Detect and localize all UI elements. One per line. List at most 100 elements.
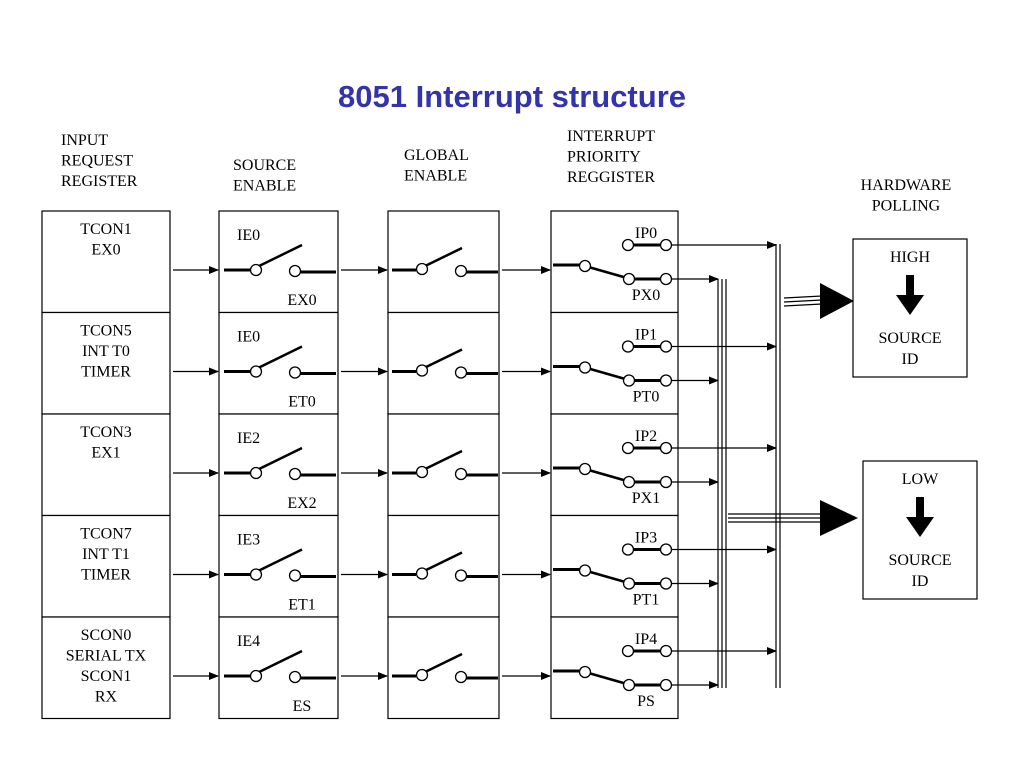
input-register-cell — [41, 311, 171, 415]
low-priority-box-arrow-shaft — [916, 497, 924, 519]
switch-blade — [420, 246, 463, 270]
switch-contact — [454, 366, 468, 379]
diagram-title: 8051 Interrupt structure — [338, 79, 686, 114]
switch-blade — [420, 652, 463, 676]
ip-bit-label: IP1 — [635, 327, 657, 344]
switch-blade — [584, 569, 628, 584]
ie-bit-label: IE3 — [237, 532, 260, 549]
switch-blade — [254, 548, 303, 574]
switch-contact — [454, 670, 468, 684]
source-enable-cell — [218, 616, 339, 720]
switch-blade — [584, 264, 628, 280]
switch-pivot — [249, 669, 263, 683]
switch-blade — [254, 345, 303, 371]
ip-bit-label: IP2 — [635, 428, 657, 445]
source-enable-cell — [218, 413, 339, 517]
priority-low-output — [659, 374, 673, 387]
input-register-label: EX1 — [91, 445, 120, 462]
global-enable-cell — [387, 514, 500, 618]
switch-contact — [288, 569, 302, 582]
priority-low-contact — [622, 272, 636, 286]
switch-pivot — [578, 259, 592, 273]
switch-blade — [584, 670, 628, 686]
input-register-cell — [41, 616, 171, 720]
high-bus-link — [783, 299, 823, 303]
priority-high-contact — [621, 644, 635, 658]
source-enable-cell — [218, 311, 339, 415]
global-enable-cell — [387, 413, 500, 517]
ie-enable-label: ES — [293, 698, 312, 715]
priority-register-cell — [550, 311, 679, 415]
priority-high-contact — [621, 238, 635, 252]
global-enable-cell — [387, 616, 500, 720]
priority-high-contact — [621, 441, 635, 455]
switch-contact — [454, 264, 468, 278]
switch-blade — [420, 551, 463, 574]
header-input-request: REQUEST — [61, 153, 133, 170]
high-bus-link — [783, 303, 823, 307]
input-register-label: TIMER — [81, 364, 131, 381]
ie-enable-label: ET0 — [288, 394, 316, 411]
switch-blade — [420, 449, 463, 473]
high-priority-box-source-id: SOURCE — [878, 330, 941, 347]
priority-low-output — [659, 678, 673, 692]
global-enable-cell — [387, 210, 500, 314]
ie-bit-label: IE0 — [237, 329, 260, 346]
header-source-enable: SOURCE — [233, 157, 296, 174]
priority-register-cell — [550, 616, 679, 720]
switch-pivot — [415, 567, 429, 580]
switch-pivot — [578, 665, 592, 679]
ip-bit-label: IP3 — [635, 530, 657, 547]
switch-contact — [288, 467, 302, 481]
input-register-label: RX — [95, 689, 118, 706]
switch-contact — [288, 366, 302, 379]
switch-blade — [254, 446, 303, 473]
ie-bit-label: IE4 — [237, 633, 260, 650]
low-bus-arrowhead — [820, 500, 858, 536]
priority-high-contact — [621, 340, 635, 353]
header-priority-register: INTERRUPT — [567, 128, 655, 145]
polling-bus — [717, 244, 858, 688]
switch-pivot — [249, 263, 263, 277]
ip-bit-label: IP4 — [635, 631, 657, 648]
global-enable-cell — [387, 311, 500, 415]
low-priority-box-source-id: SOURCE — [888, 552, 951, 569]
ie-enable-label: EX2 — [287, 495, 316, 512]
switch-pivot — [249, 365, 263, 378]
ie-enable-label: ET1 — [288, 597, 316, 614]
switch-pivot — [578, 361, 592, 374]
input-register-cell — [41, 210, 171, 314]
column-headers: INPUTREQUESTREGISTERSOURCEENABLEGLOBALEN… — [61, 128, 951, 215]
priority-high-output — [659, 441, 673, 455]
priority-low-contact — [622, 475, 636, 489]
high-priority-box-arrow-head — [896, 295, 924, 315]
switch-pivot — [415, 262, 429, 276]
switch-pivot — [415, 465, 429, 479]
priority-high-output — [659, 238, 673, 252]
priority-high-output — [659, 543, 673, 556]
priority-high-output — [659, 644, 673, 658]
source-enable-cell — [218, 514, 339, 618]
priority-low-output — [659, 577, 673, 590]
low-priority-box-arrow-head — [906, 517, 934, 537]
input-register-label: TCON3 — [80, 424, 132, 441]
header-input-request: INPUT — [61, 132, 108, 149]
low-priority-box-source-id: ID — [912, 573, 929, 590]
header-global-enable: ENABLE — [404, 168, 467, 185]
input-register-label: EX0 — [91, 242, 120, 259]
switch-pivot — [415, 364, 429, 377]
priority-low-output — [659, 272, 673, 286]
ip-source-label: PX1 — [632, 490, 660, 507]
high-priority-box-source-id: ID — [902, 351, 919, 368]
high-bus-link — [783, 295, 823, 299]
header-hardware-polling: POLLING — [872, 198, 941, 215]
high-priority-box-label: HIGH — [890, 249, 930, 266]
switch-blade — [584, 366, 628, 381]
switch-contact — [288, 670, 302, 684]
switch-pivot — [578, 564, 592, 577]
switch-blade — [584, 467, 628, 483]
switch-blade — [254, 243, 303, 270]
high-bus-arrowhead — [820, 283, 854, 319]
ip-source-label: PS — [637, 693, 655, 710]
